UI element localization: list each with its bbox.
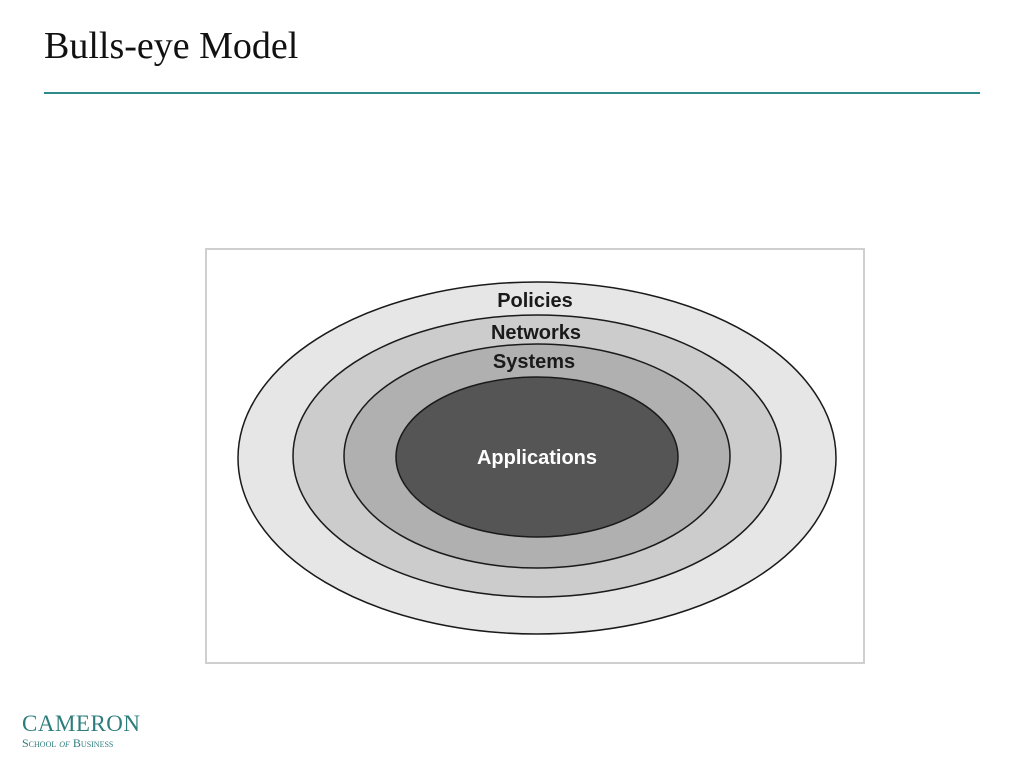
bulls-eye-diagram: Policies Networks Systems Applications — [205, 248, 865, 664]
logo-school-word: School — [22, 736, 57, 750]
logo-business-word: Business — [72, 736, 114, 750]
systems-label: Systems — [493, 351, 575, 373]
bulls-eye-svg: Policies Networks Systems Applications — [237, 281, 837, 635]
networks-label: Networks — [491, 322, 581, 344]
slide-title: Bulls-eye Model — [44, 25, 299, 67]
title-underline — [44, 92, 980, 94]
cameron-logo: CAMERON School of Business — [22, 712, 141, 752]
applications-label: Applications — [477, 447, 597, 469]
applications-core — [395, 376, 679, 538]
logo-name: CAMERON — [22, 711, 141, 736]
logo-subtitle: School of Business — [22, 736, 141, 752]
policies-label: Policies — [497, 290, 573, 312]
logo-of-word: of — [59, 736, 70, 750]
